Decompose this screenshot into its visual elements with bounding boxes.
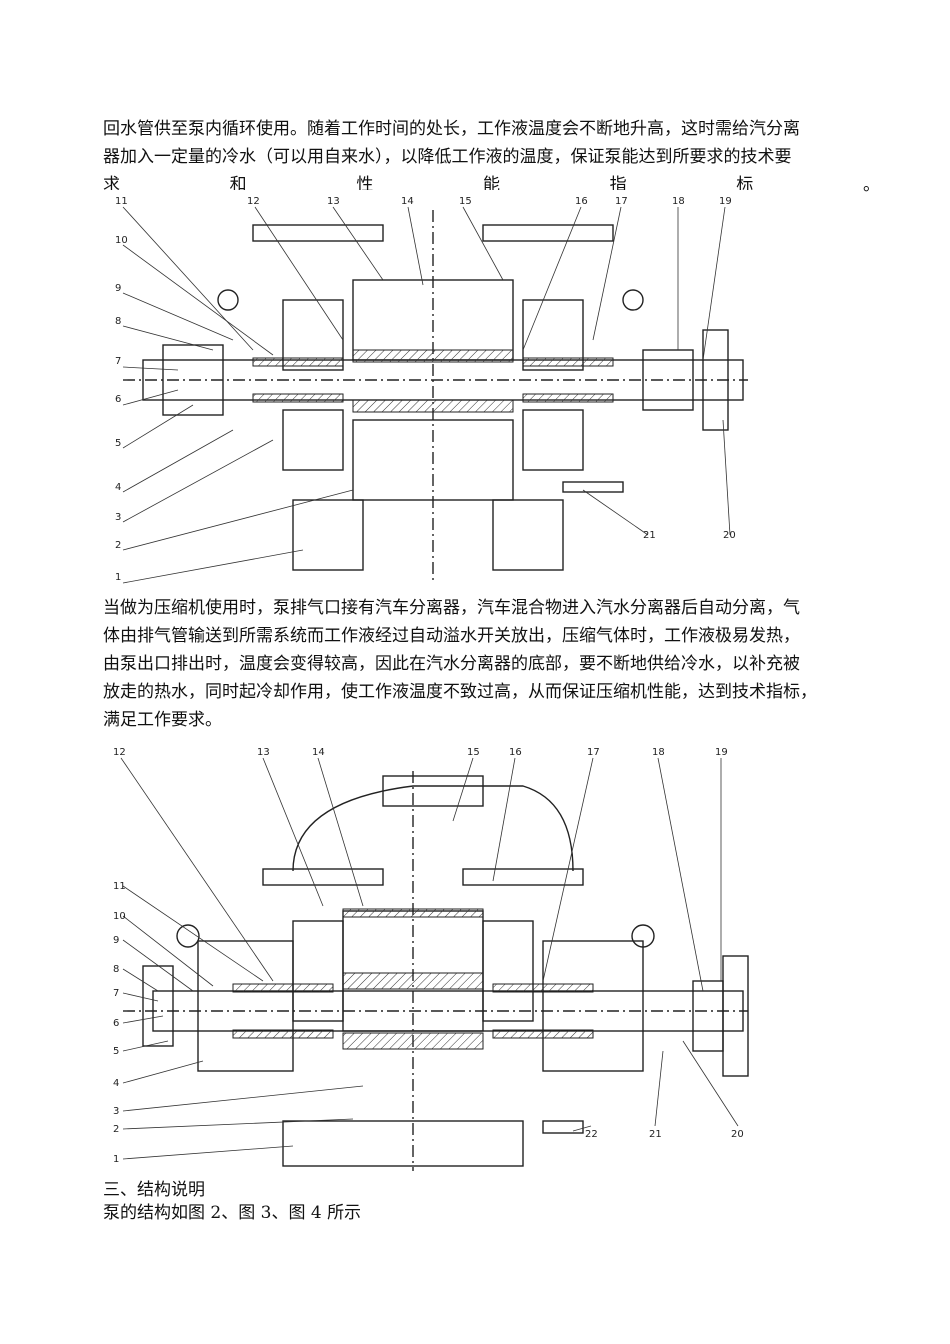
figure-2-label: 9	[113, 935, 119, 946]
paragraph-2-line-1: 当做为压缩机使用时，泵排气口接有汽车分离器，汽车混合物进入汽水分离器后自动分离，…	[103, 598, 800, 618]
figure-1-label: 21	[643, 530, 656, 541]
figure-1-label: 5	[115, 438, 121, 449]
figure-2-label: 1	[113, 1154, 119, 1165]
figure-1-label: 12	[247, 196, 260, 207]
figure-2-label: 15	[467, 747, 480, 758]
figure-2-label: 3	[113, 1106, 119, 1117]
paragraph-2-line-4: 放走的热水，同时起冷却作用，使工作液温度不致过高，从而保证压缩机性能，达到技术指…	[103, 682, 817, 702]
figure-2-label: 13	[257, 747, 270, 758]
figure-1-label: 6	[115, 394, 121, 405]
figure-1-label: 17	[615, 196, 628, 207]
paragraph-1-line-2: 器加入一定量的冷水（可以用自来水），以降低工作液的温度，保证泵能达到所要求的技术…	[103, 147, 792, 167]
figure-2-label: 4	[113, 1078, 119, 1089]
section-heading: 三、结构说明	[103, 1180, 205, 1200]
figure-2-label: 12	[113, 747, 126, 758]
figure-2-label: 5	[113, 1046, 119, 1057]
figure-1-label: 3	[115, 512, 121, 523]
paragraph-1-line-1: 回水管供至泵内循环使用。随着工作时间的处长，工作液温度会不断地升高，这时需给汽分…	[103, 119, 800, 139]
figure-2-label: 17	[587, 747, 600, 758]
figure-1-label: 19	[719, 196, 732, 207]
figure-2-label: 22	[585, 1129, 598, 1140]
figure-1-label: 1	[115, 572, 121, 583]
pump-drawing-1: 11 12 13 14 15 16 17 18 19 10 9 8 7 6 5 …	[115, 196, 748, 584]
figure-1-label: 13	[327, 196, 340, 207]
section-text: 泵的结构如图 2、图 3、图 4 所示	[103, 1203, 362, 1223]
figure-2-label: 16	[509, 747, 522, 758]
figure-1-label: 7	[115, 356, 121, 367]
figure-1-label: 18	[672, 196, 685, 207]
figure-1-label: 10	[115, 235, 128, 246]
figure-1-label: 11	[115, 196, 128, 207]
pump-cross-section-figure-1: 11 12 13 14 15 16 17 18 19 10 9 8 7 6 5 …	[103, 190, 763, 593]
figure-2-label: 8	[113, 964, 119, 975]
figure-1-label: 15	[459, 196, 472, 207]
justified-char: 。	[862, 175, 880, 195]
paragraph-2-line-5: 满足工作要求。	[103, 710, 222, 730]
figure-2-label: 21	[649, 1129, 662, 1140]
figure-2-label: 14	[312, 747, 325, 758]
figure-1-label: 20	[723, 530, 736, 541]
figure-2-label: 20	[731, 1129, 744, 1140]
paragraph-1: 回水管供至泵内循环使用。随着工作时间的处长，工作液温度会不断地升高，这时需给汽分…	[103, 115, 880, 171]
figure-2-label: 19	[715, 747, 728, 758]
figure-1-label: 16	[575, 196, 588, 207]
figure-1-label: 14	[401, 196, 414, 207]
figure-1-label: 8	[115, 316, 121, 327]
pump-drawing-2: 12 13 14 15 16 17 18 19 11 10 9 8 7 6 5 …	[113, 747, 749, 1171]
paragraph-2: 当做为压缩机使用时，泵排气口接有汽车分离器，汽车混合物进入汽水分离器后自动分离，…	[103, 594, 880, 734]
figure-2-label: 18	[652, 747, 665, 758]
figure-2-label: 2	[113, 1124, 119, 1135]
figure-1-label: 4	[115, 482, 121, 493]
paragraph-2-line-2: 体由排气管输送到所需系统而工作液经过自动溢水开关放出，压缩气体时，工作液极易发热…	[103, 626, 800, 646]
figure-2-label: 10	[113, 911, 126, 922]
figure-2-label: 7	[113, 988, 119, 999]
figure-1-label: 2	[115, 540, 121, 551]
figure-1-label: 9	[115, 283, 121, 294]
figure-2-label: 6	[113, 1018, 119, 1029]
pump-cross-section-figure-2: 12 13 14 15 16 17 18 19 11 10 9 8 7 6 5 …	[103, 741, 763, 1177]
figure-2-label: 11	[113, 881, 126, 892]
paragraph-2-line-3: 由泵出口排出时，温度会变得较高，因此在汽水分离器的底部，要不断地供给冷水，以补充…	[103, 654, 800, 674]
